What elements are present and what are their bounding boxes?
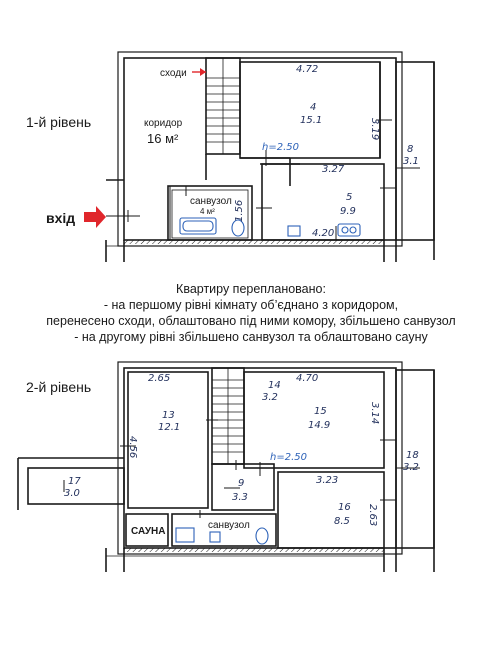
l2-room-17-outline — [27, 467, 125, 505]
l2-sauna-outline — [125, 513, 169, 547]
note-line: перенесено сходи, облаштовано під ними к… — [46, 314, 456, 328]
replanning-note: Квартиру переплановано: - на першому рів… — [0, 281, 502, 345]
l1-bath-fixtures — [179, 217, 361, 237]
l1-room-5-dim-top: 3.27 — [322, 164, 345, 175]
l2-room-14-number: 14 — [268, 380, 281, 391]
l1-room-4-number: 4 — [310, 102, 316, 113]
l1-room-4-area: 15.1 — [300, 115, 322, 126]
l2-sauna-label: САУНА — [131, 526, 165, 537]
l2-room-15-area: 14.9 — [308, 420, 330, 431]
l2-room-9-outline — [211, 463, 275, 511]
entrance-arrow-icon — [84, 206, 106, 228]
l2-room-15-dim-top: 4.70 — [296, 373, 318, 384]
l2-room-18-area: 3.2 — [403, 462, 419, 473]
stairs-label: сходи — [160, 68, 187, 79]
l2-room-13-outline — [127, 371, 209, 509]
l2-room-13-dim-top: 2.65 — [148, 373, 170, 384]
l1-dim-left: 1.56 — [234, 200, 245, 222]
l2-room-14-area: 3.2 — [262, 392, 278, 403]
l2-bathroom-label: санвузол — [208, 520, 250, 531]
stairs-arrow-icon — [192, 68, 206, 76]
corridor-label: коридор — [144, 118, 183, 129]
l1-room-4-dim-side: 3.19 — [369, 118, 380, 140]
l2-outer-wall — [123, 367, 397, 549]
level-1-plan — [105, 51, 435, 262]
l2-room-13-number: 13 — [162, 410, 175, 421]
level-2-plan — [17, 361, 435, 572]
l2-room-17-number: 17 — [68, 476, 81, 487]
l2-room-13-area: 12.1 — [158, 422, 180, 433]
l2-room-17-area: 3.0 — [64, 488, 80, 499]
l1-room-4-dim-top: 4.72 — [296, 64, 318, 75]
l1-arrows — [84, 68, 206, 228]
l2-height: h=2.50 — [270, 452, 307, 463]
entrance-label: вхід — [46, 210, 75, 226]
l2-room-16-dim-side: 2.63 — [367, 504, 378, 526]
note-line: - на другому рівні збільшено санвузол та… — [74, 330, 428, 344]
l1-room-5-area: 9.9 — [340, 206, 356, 217]
l2-room-16-number: 16 — [338, 502, 351, 513]
l2-room-15-dim-side: 3.14 — [369, 402, 380, 424]
l2-room-15-number: 15 — [314, 406, 327, 417]
l2-room-18-number: 18 — [406, 450, 419, 461]
l1-room-5-dim-bottom: 4.20 — [312, 228, 334, 239]
l1-room-8-number: 8 — [407, 144, 413, 155]
corridor-area: 16 м² — [147, 131, 179, 146]
l2-room-16-area: 8.5 — [334, 516, 350, 527]
l1-bathroom-area: 4 м² — [200, 207, 215, 216]
level-2-title: 2-й рівень — [26, 379, 92, 395]
l2-room-9-number: 9 — [238, 478, 244, 489]
l2-room-15-outline — [243, 371, 385, 469]
l2-room-16-dim-top: 3.23 — [316, 475, 338, 486]
l2-bathroom-outline — [171, 513, 277, 547]
l2-room-13-dim-side: 4.56 — [127, 436, 138, 458]
note-line: Квартиру переплановано: — [176, 282, 326, 296]
l1-room-5-number: 5 — [346, 192, 352, 203]
l1-bathroom-label: санвузол — [190, 196, 232, 207]
l1-height: h=2.50 — [262, 142, 299, 153]
level-1-title: 1-й рівень — [26, 114, 92, 130]
l2-bath-fixtures — [175, 527, 269, 545]
note-line: - на першому рівні кімнату об’єднано з к… — [103, 298, 399, 312]
l2-room-9-area: 3.3 — [232, 492, 248, 503]
l1-room-8-area: 3.1 — [403, 156, 419, 167]
